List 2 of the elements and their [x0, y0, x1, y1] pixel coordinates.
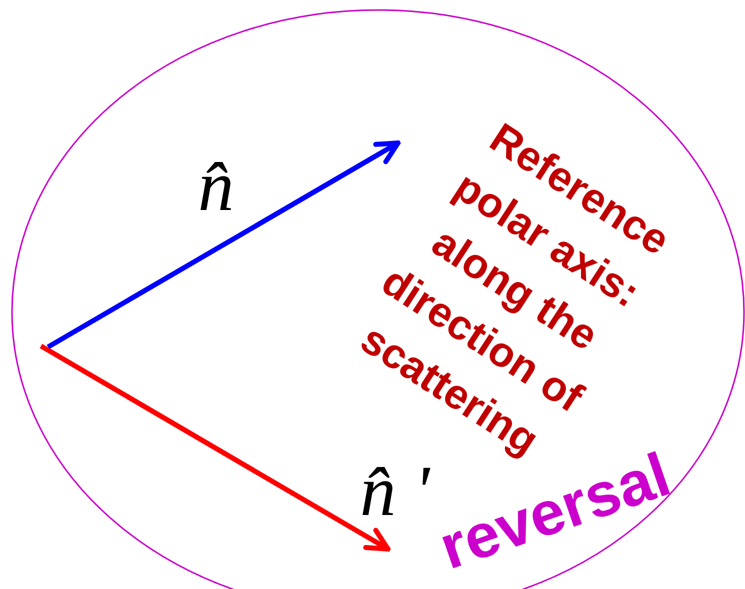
vector-label: n̂ '	[360, 455, 430, 527]
vector-label: n̂	[198, 150, 234, 222]
